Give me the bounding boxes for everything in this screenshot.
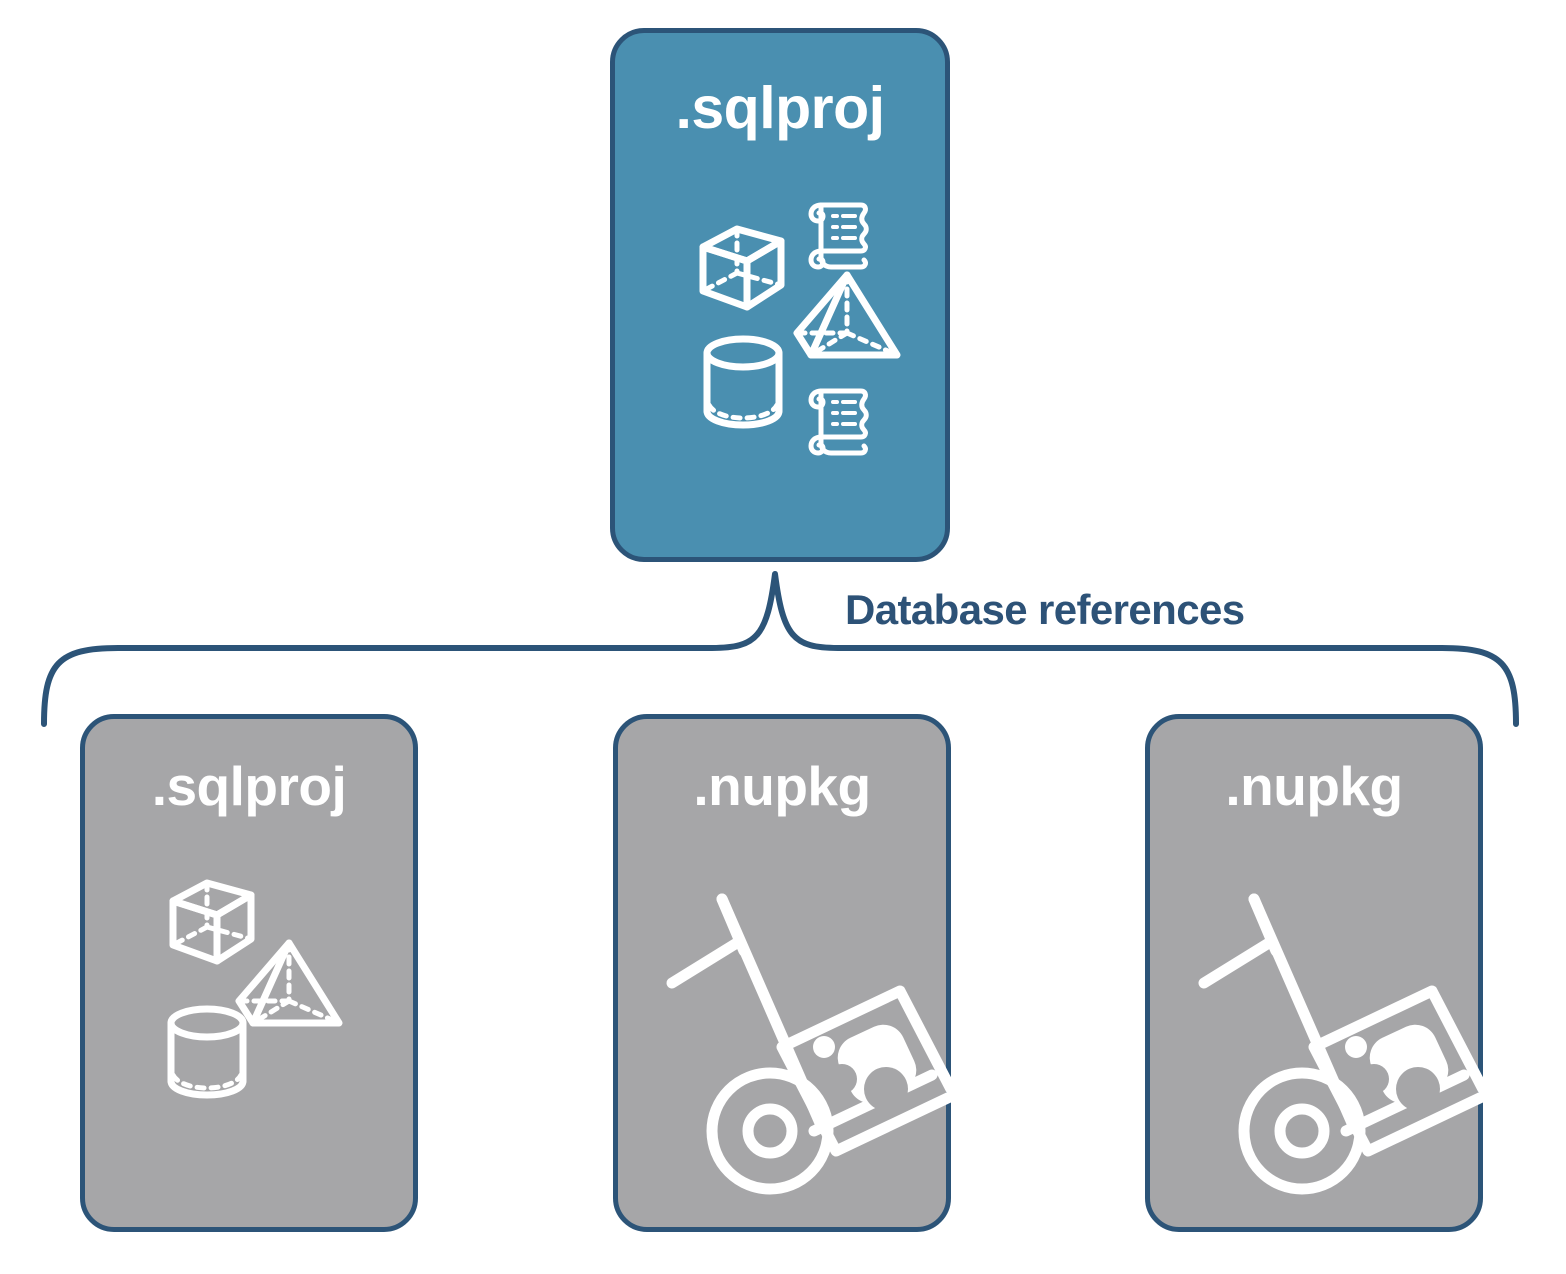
node-reference-sqlproj[interactable]: .sqlproj	[80, 714, 418, 1232]
node-reference-nupkg-1[interactable]: .nupkg	[613, 714, 960, 1232]
node-reference-label: .nupkg	[693, 755, 871, 817]
cube-icon	[169, 879, 255, 965]
connector-label: Database references	[845, 586, 1245, 633]
node-reference-label: .nupkg	[1225, 755, 1403, 817]
nupkg-icons-svg	[1198, 893, 1492, 1195]
cube-icon	[699, 225, 785, 311]
node-reference-label: .sqlproj	[151, 755, 347, 817]
script-scroll-icon	[808, 388, 869, 456]
reference-icon-cluster	[618, 859, 960, 1219]
hand-truck-package-icon	[666, 893, 960, 1195]
sqlproj-icons-svg	[167, 879, 343, 1099]
root-icons-svg	[699, 202, 901, 456]
cylinder-icon	[703, 335, 783, 429]
node-root-sqlproj[interactable]: .sqlproj	[610, 28, 950, 562]
pyramid-icon	[793, 271, 901, 359]
pyramid-icon	[235, 939, 343, 1027]
node-reference-nupkg-2[interactable]: .nupkg	[1145, 714, 1492, 1232]
node-root-label: .sqlproj	[675, 75, 885, 141]
nupkg-icons-svg	[666, 893, 960, 1195]
reference-icon-cluster	[1150, 859, 1492, 1219]
reference-icon-cluster	[85, 859, 413, 1219]
script-scroll-icon	[808, 202, 869, 270]
root-icon-cluster	[615, 183, 945, 473]
cylinder-icon	[167, 1005, 247, 1099]
hand-truck-package-icon	[1198, 893, 1492, 1195]
